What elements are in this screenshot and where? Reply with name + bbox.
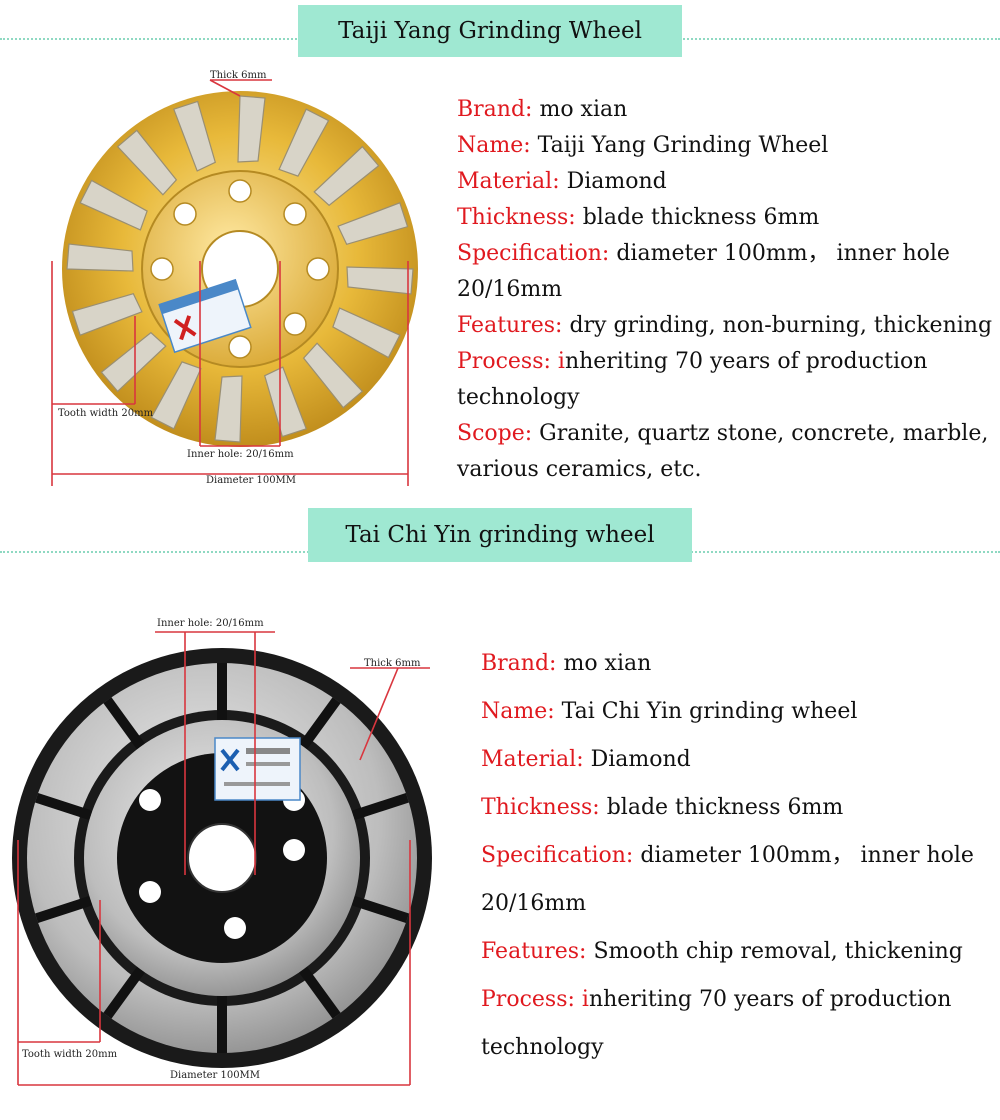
inner-hole [187, 823, 257, 893]
tooth-width-label: Tooth width 20mm [22, 1049, 118, 1060]
spec-row: 20/16mm [481, 891, 587, 916]
inner-hole-label: Inner hole: 20/16mm [187, 449, 294, 460]
diameter-label: Diameter 100MM [170, 1070, 260, 1081]
segment-gullets [34, 663, 410, 1053]
spec-row: Name: Taiji Yang Grinding Wheel [457, 133, 829, 158]
spec-row: Brand: mo xian [481, 651, 652, 676]
thick-label: Thick 6mm [210, 70, 267, 81]
spec-row: Material: Diamond [481, 747, 691, 772]
brand-sticker [158, 278, 252, 354]
spec-row: Name: Tai Chi Yin grinding wheel [481, 699, 858, 724]
yin-wheel-figure: Inner hole: 20/16mm Thick 6mm Tooth widt… [12, 618, 432, 1086]
spec-list-yin: Brand: mo xian Name: Tai Chi Yin grindin… [481, 640, 996, 1072]
diamond-segments [66, 95, 414, 443]
spec-row: technology [457, 385, 580, 410]
spec-row: Thickness: blade thickness 6mm [457, 205, 820, 230]
spec-list-yang: Brand: mo xian Name: Taiji Yang Grinding… [457, 92, 997, 488]
section-title-banner: Taiji Yang Grinding Wheel [298, 5, 682, 57]
spec-row: Material: Diamond [457, 169, 667, 194]
spec-row: Features: Smooth chip removal, thickenin… [481, 939, 963, 964]
spec-row: various ceramics, etc. [457, 457, 702, 482]
brand-sticker [214, 737, 301, 801]
spec-row: Thickness: blade thickness 6mm [481, 795, 844, 820]
dimension-lines [51, 79, 409, 486]
tooth-width-label: Tooth width 20mm [58, 408, 154, 419]
spec-row: Process: inheriting 70 years of producti… [481, 987, 952, 1012]
spec-row: Specification: diameter 100mm， inner hol… [481, 843, 974, 868]
spec-row: Features: dry grinding, non-burning, thi… [457, 313, 993, 338]
spec-row: technology [481, 1035, 604, 1060]
thick-label: Thick 6mm [364, 658, 421, 669]
inner-hole-label: Inner hole: 20/16mm [157, 618, 264, 629]
section-title-banner: Tai Chi Yin grinding wheel [308, 508, 692, 562]
diameter-label: Diameter 100MM [206, 475, 296, 486]
section-title: Tai Chi Yin grinding wheel [345, 522, 655, 548]
section-title: Taiji Yang Grinding Wheel [338, 18, 642, 44]
spec-row: Process: inheriting 70 years of producti… [457, 349, 928, 374]
spec-row: Scope: Granite, quartz stone, concrete, … [457, 421, 989, 446]
dimension-lines [17, 631, 430, 1086]
spec-row: Brand: mo xian [457, 97, 628, 122]
yang-wheel-figure: Thick 6mm Tooth width 20mm Inner hole: 2… [51, 70, 418, 486]
spec-row: 20/16mm [457, 277, 563, 302]
spec-row: Specification: diameter 100mm， inner hol… [457, 241, 950, 266]
